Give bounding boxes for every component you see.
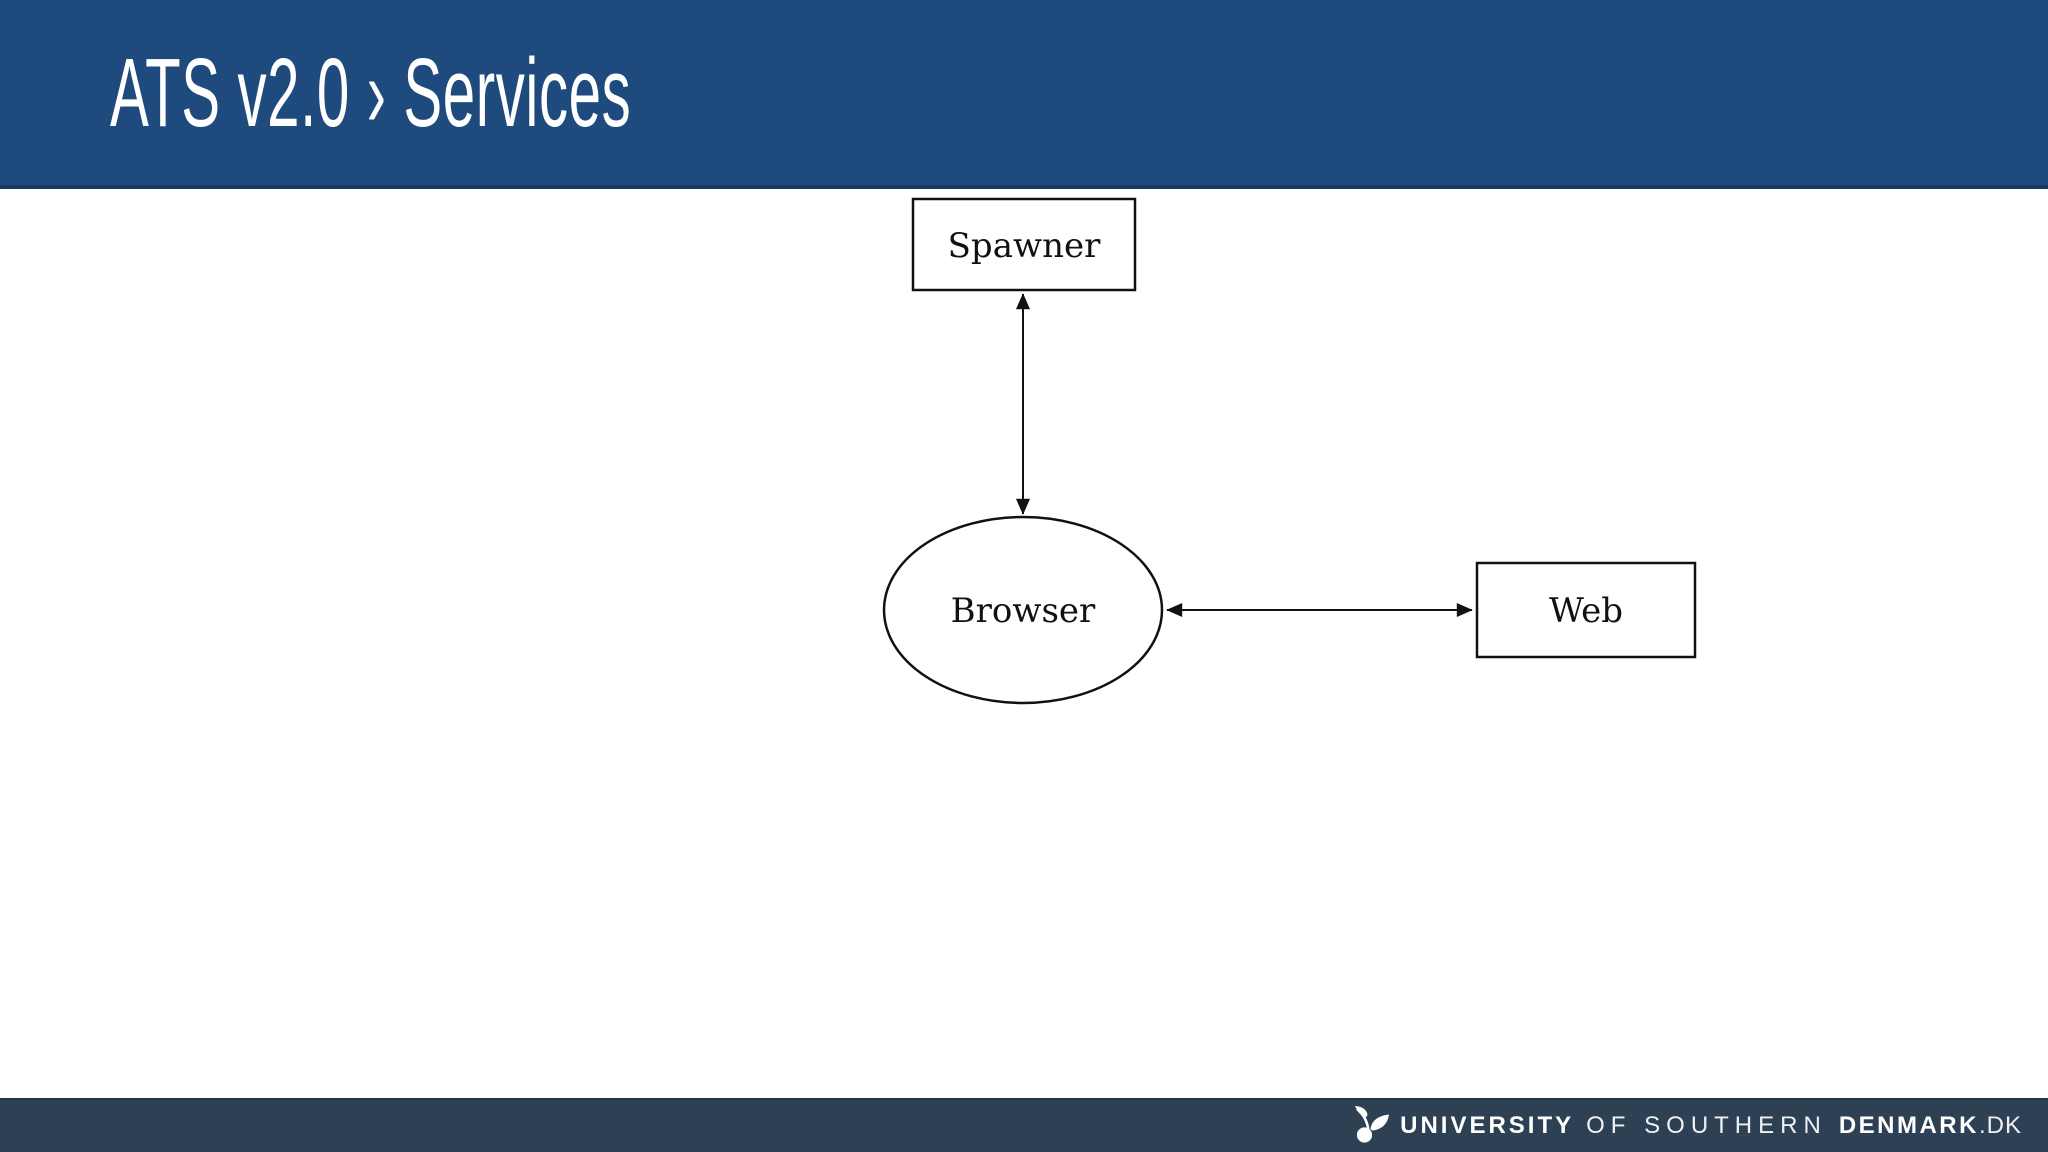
logo-denmark: DENMARK bbox=[1838, 1112, 1979, 1139]
sdu-sprout-icon bbox=[1355, 1106, 1390, 1143]
sdu-logo: UNIVERSITY OF SOUTHERN DENMARK .DK bbox=[1352, 1106, 2022, 1144]
logo-dk: .DK bbox=[1978, 1112, 2022, 1139]
browser-node bbox=[882, 515, 1164, 705]
web-node bbox=[1475, 561, 1697, 659]
browser-label: Browser bbox=[951, 591, 1096, 631]
slide-header: ATS v2.0 › Services bbox=[0, 0, 2048, 189]
slide-footer: UNIVERSITY OF SOUTHERN DENMARK .DK bbox=[0, 1098, 2048, 1152]
page-title: ATS v2.0 › Services bbox=[110, 38, 632, 147]
logo-of-southern: OF SOUTHERN bbox=[1586, 1112, 1827, 1139]
sdu-logo-text: UNIVERSITY OF SOUTHERN DENMARK .DK bbox=[1400, 1114, 2022, 1138]
spawner-label: Spawner bbox=[948, 226, 1101, 266]
logo-university: UNIVERSITY bbox=[1400, 1112, 1575, 1139]
spawner-node bbox=[911, 197, 1137, 292]
web-label: Web bbox=[1549, 591, 1623, 631]
